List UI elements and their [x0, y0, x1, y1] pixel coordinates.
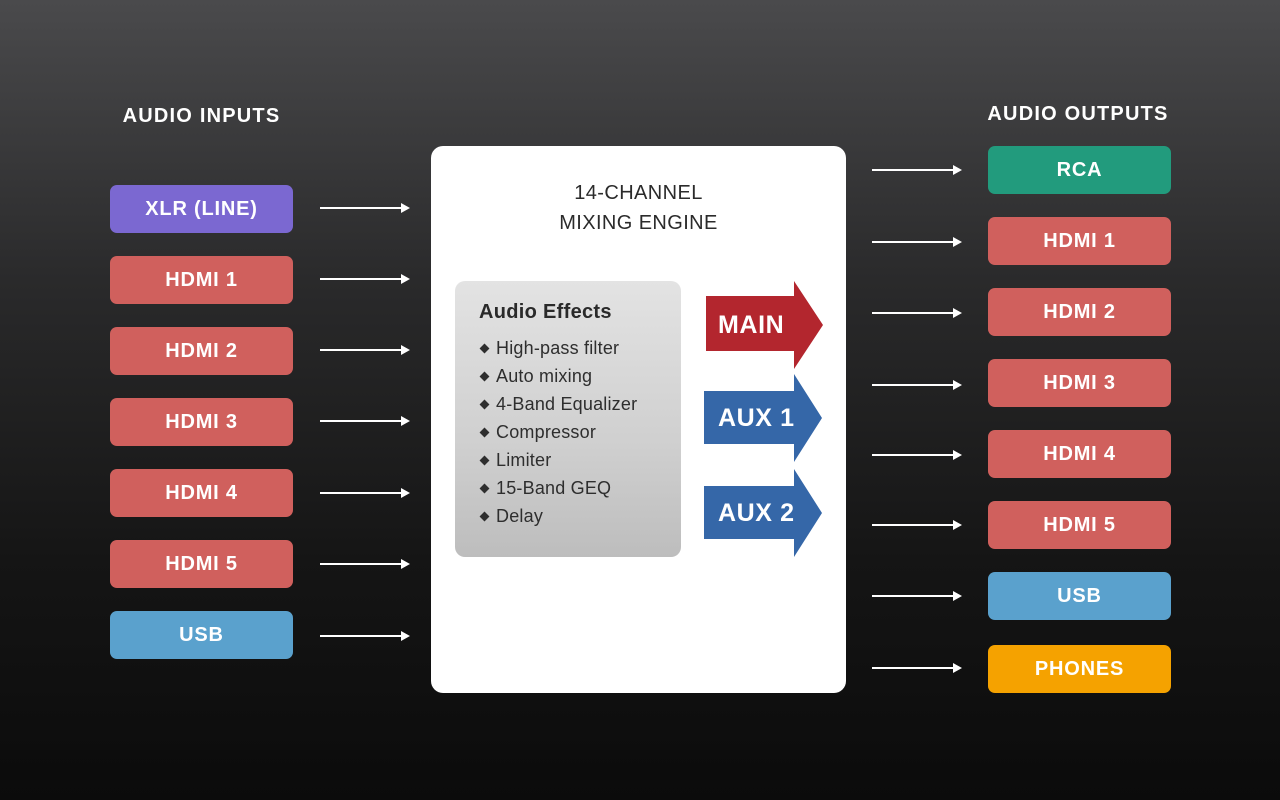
output-arrow — [872, 237, 962, 247]
effect-item: High-pass filter — [479, 334, 681, 362]
output-arrow — [872, 520, 962, 530]
input-hdmi-2: HDMI 2 — [110, 327, 293, 375]
effect-item: Delay — [479, 502, 681, 530]
diamond-bullet-icon — [479, 427, 490, 438]
output-phones: PHONES — [988, 645, 1171, 693]
diamond-bullet-icon — [479, 455, 490, 466]
input-hdmi-4: HDMI 4 — [110, 469, 293, 517]
audio-outputs-heading: AUDIO OUTPUTS — [987, 103, 1169, 125]
input-arrow — [320, 345, 410, 355]
output-arrow — [872, 380, 962, 390]
input-arrow — [320, 488, 410, 498]
output-arrow — [872, 663, 962, 673]
input-hdmi-3: HDMI 3 — [110, 398, 293, 446]
input-arrow — [320, 631, 410, 641]
output-hdmi-5: HDMI 5 — [988, 501, 1171, 549]
arrow-shape-icon — [704, 469, 822, 557]
effect-item: 4-Band Equalizer — [479, 390, 681, 418]
main-bus-label: MAIN — [718, 310, 785, 339]
diamond-bullet-icon — [479, 399, 490, 410]
effect-item: Limiter — [479, 446, 681, 474]
mixing-engine-title-line1: 14-CHANNEL — [574, 182, 703, 204]
output-hdmi-2: HDMI 2 — [988, 288, 1171, 336]
aux2-bus-label: AUX 2 — [718, 498, 795, 527]
aux1-bus-label: AUX 1 — [718, 403, 795, 432]
output-arrow — [872, 450, 962, 460]
audio-effects-title: Audio Effects — [479, 301, 612, 323]
input-arrow — [320, 203, 410, 213]
main-bus-arrow: MAIN — [704, 281, 824, 369]
input-arrow — [320, 274, 410, 284]
arrow-shape-icon — [704, 374, 822, 462]
diamond-bullet-icon — [479, 343, 490, 354]
diamond-bullet-icon — [479, 511, 490, 522]
effect-item: 15-Band GEQ — [479, 474, 681, 502]
aux1-bus-arrow: AUX 1 — [704, 374, 824, 462]
output-hdmi-1: HDMI 1 — [988, 217, 1171, 265]
aux2-bus-arrow: AUX 2 — [704, 469, 824, 557]
diamond-bullet-icon — [479, 483, 490, 494]
output-usb: USB — [988, 572, 1171, 620]
mixing-engine-title-line2: MIXING ENGINE — [559, 212, 718, 234]
output-arrow — [872, 591, 962, 601]
mixing-engine-panel: 14-CHANNEL MIXING ENGINE Audio Effects H… — [431, 146, 846, 693]
effect-item: Compressor — [479, 418, 681, 446]
input-arrow — [320, 416, 410, 426]
output-rca: RCA — [988, 146, 1171, 194]
output-hdmi-3: HDMI 3 — [988, 359, 1171, 407]
output-arrow — [872, 165, 962, 175]
input-hdmi-5: HDMI 5 — [110, 540, 293, 588]
audio-inputs-heading: AUDIO INPUTS — [122, 105, 281, 127]
audio-effects-list: High-pass filter Auto mixing 4-Band Equa… — [479, 334, 681, 530]
input-hdmi-1: HDMI 1 — [110, 256, 293, 304]
audio-effects-panel: Audio Effects High-pass filter Auto mixi… — [455, 281, 681, 557]
output-arrow — [872, 308, 962, 318]
mixing-engine-title: 14-CHANNEL MIXING ENGINE — [431, 178, 846, 238]
diamond-bullet-icon — [479, 371, 490, 382]
output-hdmi-4: HDMI 4 — [988, 430, 1171, 478]
input-xlr-line: XLR (LINE) — [110, 185, 293, 233]
input-arrow — [320, 559, 410, 569]
arrow-shape-icon — [706, 281, 823, 369]
input-usb: USB — [110, 611, 293, 659]
effect-item: Auto mixing — [479, 362, 681, 390]
